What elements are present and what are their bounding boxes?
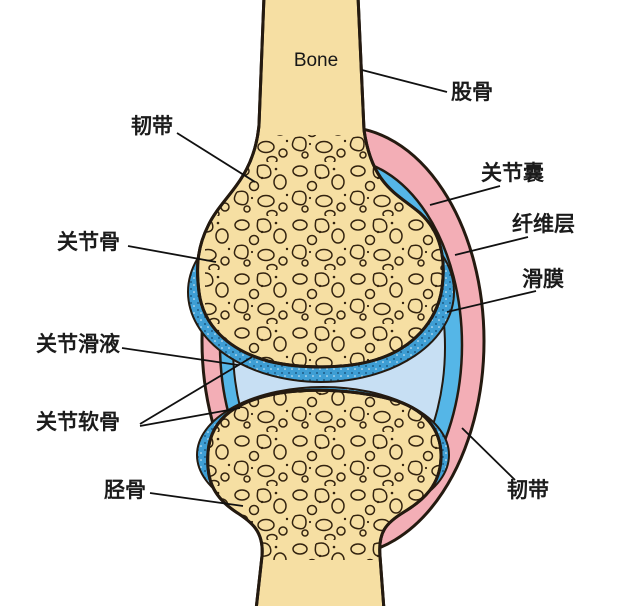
label-articular-cartilage: 关节软骨 xyxy=(36,410,120,434)
label-ligament-top: 韧带 xyxy=(131,114,173,138)
label-ligament-bottom: 韧带 xyxy=(507,478,549,502)
leader-cartilage-lower xyxy=(139,407,241,427)
label-synovial-membrane: 滑膜 xyxy=(522,267,564,291)
leader-synovial-membrane xyxy=(446,290,537,313)
leader-femur xyxy=(361,69,448,93)
label-fibrous-layer: 纤维层 xyxy=(512,212,575,236)
leader-synovial-fluid xyxy=(121,347,239,366)
tibia-trabecular-texture xyxy=(207,390,442,560)
leader-tibia xyxy=(149,492,244,507)
leader-ligament-top xyxy=(176,132,256,183)
leader-joint-bone xyxy=(127,245,217,263)
leader-fibrous-layer xyxy=(454,236,529,256)
leader-cartilage-upper xyxy=(139,356,253,425)
label-bone-en: Bone xyxy=(294,50,338,71)
label-joint-bone: 关节骨 xyxy=(57,230,120,254)
label-femur: 股骨 xyxy=(451,81,493,104)
femur-outline xyxy=(196,0,445,369)
tibia-outline xyxy=(206,388,443,606)
leader-lines xyxy=(121,69,537,507)
label-joint-capsule: 关节囊 xyxy=(481,161,544,185)
label-synovial-fluid: 关节滑液 xyxy=(36,332,120,356)
leader-joint-capsule xyxy=(429,185,501,206)
label-tibia: 胫骨 xyxy=(104,479,146,502)
leader-ligament-bottom xyxy=(461,427,516,481)
